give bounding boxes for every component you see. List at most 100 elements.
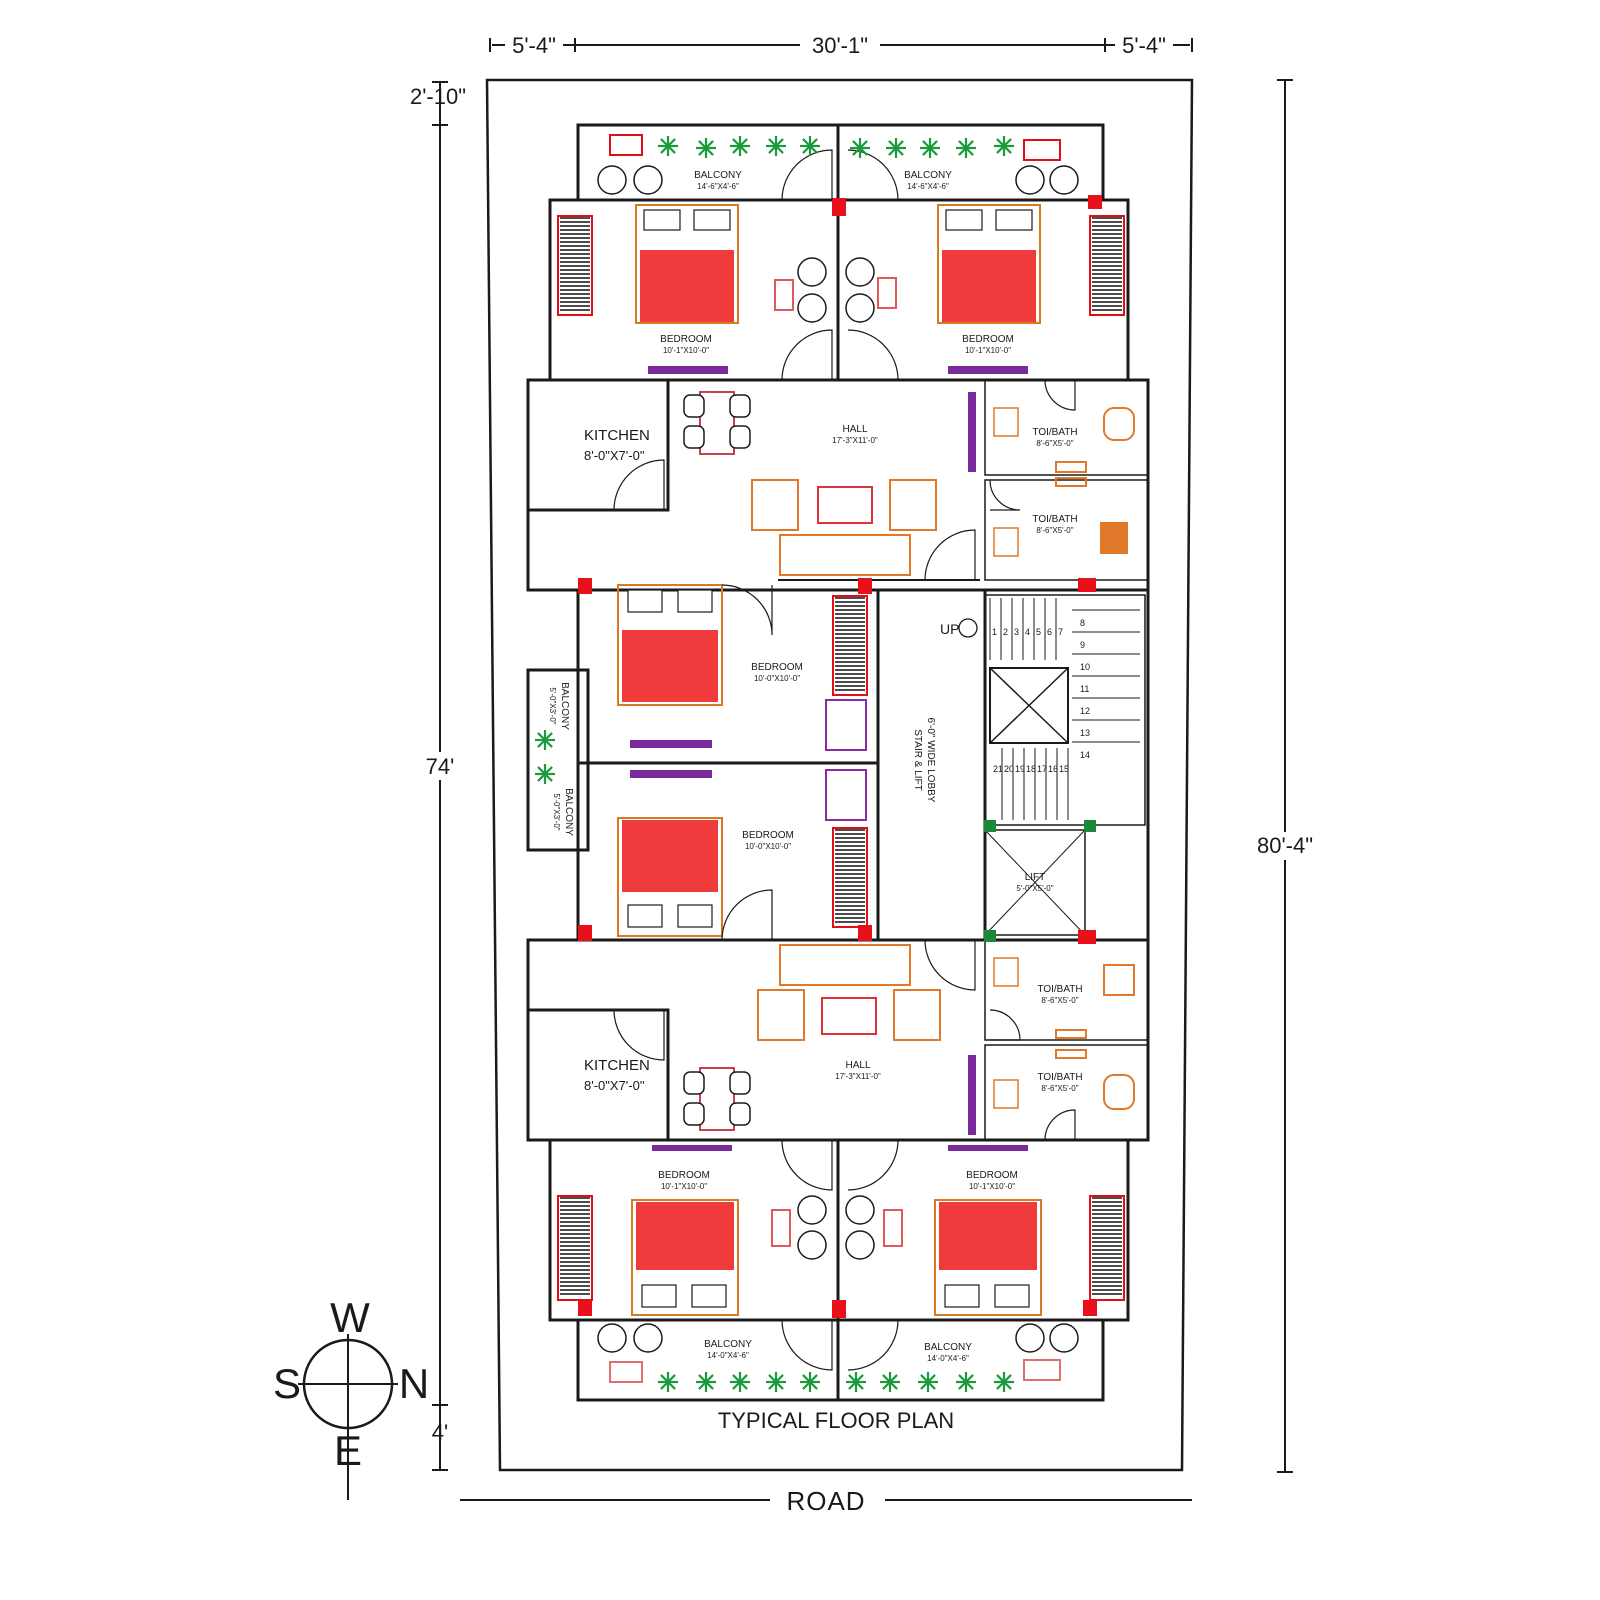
stair-step-number: 9 (1080, 640, 1085, 650)
plant-icon (994, 136, 1014, 156)
stair-step-number: 11 (1080, 684, 1089, 694)
cabinets (630, 366, 1028, 1151)
plant-icon (730, 136, 750, 156)
plot-boundary (485, 78, 1194, 1472)
room-name-balcony-br: BALCONY (924, 1342, 972, 1353)
plant-icon (658, 1372, 678, 1392)
stair-step-number: 5 (1036, 627, 1041, 637)
balcony-plants (535, 136, 1014, 1392)
stair-step-number: 17 (1037, 764, 1047, 774)
wardrobes (557, 215, 1125, 1301)
room-size-toilet-3: 8'-6"X5'-0" (1041, 996, 1078, 1005)
bathroom-fixtures (993, 407, 1135, 1110)
dim-bottom-offset: 4' (432, 1420, 448, 1445)
building-walls (526, 123, 1150, 1402)
stair-step-number: 10 (1080, 662, 1090, 672)
room-name-toilet-3: TOI/BATH (1037, 984, 1082, 995)
dimension-lines: 5'-4" 30'-1" 5'-4" 2'-10" 74' 4' 80'-4" (410, 32, 1320, 1473)
room-name-hall-top: HALL (842, 424, 867, 435)
room-name-toilet-2: TOI/BATH (1032, 514, 1077, 525)
room-size-kitchen-top: 8'-0"X7'-0" (584, 448, 645, 463)
plant-icon (850, 138, 870, 158)
plant-icon (696, 138, 716, 158)
stair-step-number: 18 (1026, 764, 1036, 774)
room-name-kitchen-bottom: KITCHEN (584, 1057, 650, 1074)
plant-icon (886, 138, 906, 158)
stair-step-number: 21 (993, 764, 1003, 774)
plant-icon (800, 136, 820, 156)
dim-top-center: 30'-1" (812, 33, 868, 58)
room-size-bedroom-ml2: 10'-0"X10'-0" (745, 842, 791, 851)
room-name-balcony-tl: BALCONY (694, 170, 742, 181)
plant-icon (730, 1372, 750, 1392)
room-name-balcony-ml: BALCONY (559, 682, 570, 730)
plant-icon (658, 136, 678, 156)
structural-columns (578, 195, 1102, 1318)
compass-east-label: E (334, 1427, 362, 1474)
lobby-label: 6'-0" WIDE LOBBY (925, 718, 936, 803)
plant-icon (766, 136, 786, 156)
stair-step-number: 3 (1014, 627, 1019, 637)
room-size-balcony-ml2: 5'-0"X3'-0" (552, 793, 561, 830)
plant-icon (535, 764, 555, 784)
dim-top-offset: 2'-10" (410, 84, 466, 109)
dim-left-length: 74' (426, 754, 455, 779)
room-size-hall-bottom: 17'-3"X11'-0" (835, 1072, 881, 1081)
stair-up-label: UP (940, 621, 959, 637)
room-name-bedroom-ml2: BEDROOM (742, 830, 794, 841)
room-size-toilet-4: 8'-6"X5'-0" (1041, 1084, 1078, 1093)
room-size-bedroom-br: 10'-1"X10'-0" (969, 1182, 1015, 1191)
compass-north-label: N (399, 1360, 429, 1407)
stair-step-number: 15 (1059, 764, 1069, 774)
compass-rose: W S N E (273, 1294, 429, 1500)
lobby-sublabel: STAIR & LIFT (912, 729, 923, 791)
room-name-lift: LIFT (1025, 872, 1046, 883)
plant-icon (920, 138, 940, 158)
room-name-toilet-1: TOI/BATH (1032, 427, 1077, 438)
chairs (597, 134, 1079, 1383)
room-name-balcony-tr: BALCONY (904, 170, 952, 181)
room-size-hall-top: 17'-3"X11'-0" (832, 436, 878, 445)
room-name-bedroom-br: BEDROOM (966, 1170, 1018, 1181)
road-label: ROAD (786, 1486, 865, 1516)
stair-step-number: 12 (1080, 706, 1090, 716)
compass-west-label: W (330, 1294, 370, 1341)
dim-top-right: 5'-4" (1122, 33, 1166, 58)
room-name-kitchen-top: KITCHEN (584, 427, 650, 444)
room-size-bedroom-tr: 10'-1"X10'-0" (965, 346, 1011, 355)
stair-step-number: 16 (1048, 764, 1058, 774)
stair-step-number: 20 (1004, 764, 1014, 774)
plant-icon (800, 1372, 820, 1392)
room-name-balcony-bl: BALCONY (704, 1339, 752, 1350)
compass-south-label: S (273, 1360, 301, 1407)
plant-icon (994, 1372, 1014, 1392)
room-size-balcony-bl: 14'-0"X4'-6" (707, 1351, 749, 1360)
plant-icon (846, 1372, 866, 1392)
stair-step-number: 19 (1015, 764, 1025, 774)
room-name-hall-bottom: HALL (845, 1060, 870, 1071)
room-size-bedroom-bl: 10'-1"X10'-0" (661, 1182, 707, 1191)
room-size-balcony-ml: 5'-0"X3'-0" (548, 687, 557, 724)
plant-icon (535, 730, 555, 750)
room-size-balcony-tr: 14'-6"X4'-6" (907, 182, 949, 191)
room-size-balcony-br: 14'-0"X4'-6" (927, 1354, 969, 1363)
dim-right-length: 80'-4" (1257, 833, 1313, 858)
plant-icon (956, 1372, 976, 1392)
room-labels: BALCONY 14'-6"X4'-6" BALCONY 14'-6"X4'-6… (548, 170, 1083, 1363)
room-size-toilet-1: 8'-6"X5'-0" (1036, 439, 1073, 448)
room-name-bedroom-tl: BEDROOM (660, 334, 712, 345)
room-size-bedroom-ml: 10'-0"X10'-0" (754, 674, 800, 683)
plant-icon (880, 1372, 900, 1392)
room-name-bedroom-bl: BEDROOM (658, 1170, 710, 1181)
plant-icon (766, 1372, 786, 1392)
beds (617, 204, 1042, 1316)
room-name-bedroom-ml: BEDROOM (751, 662, 803, 673)
stair-step-number: 2 (1003, 627, 1008, 637)
stair-step-number: 14 (1080, 750, 1090, 760)
stair-step-number: 4 (1025, 627, 1030, 637)
stair-step-number: 1 (992, 627, 997, 637)
room-name-toilet-4: TOI/BATH (1037, 1072, 1082, 1083)
stair-step-number: 13 (1080, 728, 1090, 738)
stair-step-number: 6 (1047, 627, 1052, 637)
